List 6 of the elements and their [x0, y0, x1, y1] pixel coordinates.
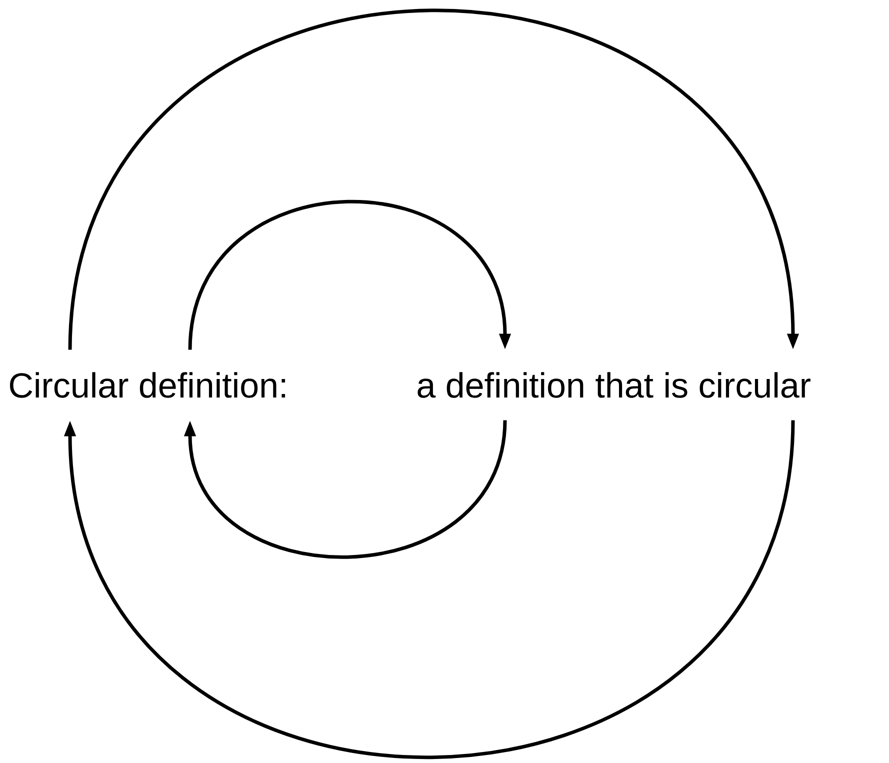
- text-label: Circular definition:: [10, 372, 286, 398]
- arrow: [68, 8, 800, 350]
- arrow: [64, 420, 795, 759]
- arrow: [188, 200, 512, 350]
- arrow: [184, 420, 507, 559]
- text-label: a definition that is circular: [418, 372, 810, 398]
